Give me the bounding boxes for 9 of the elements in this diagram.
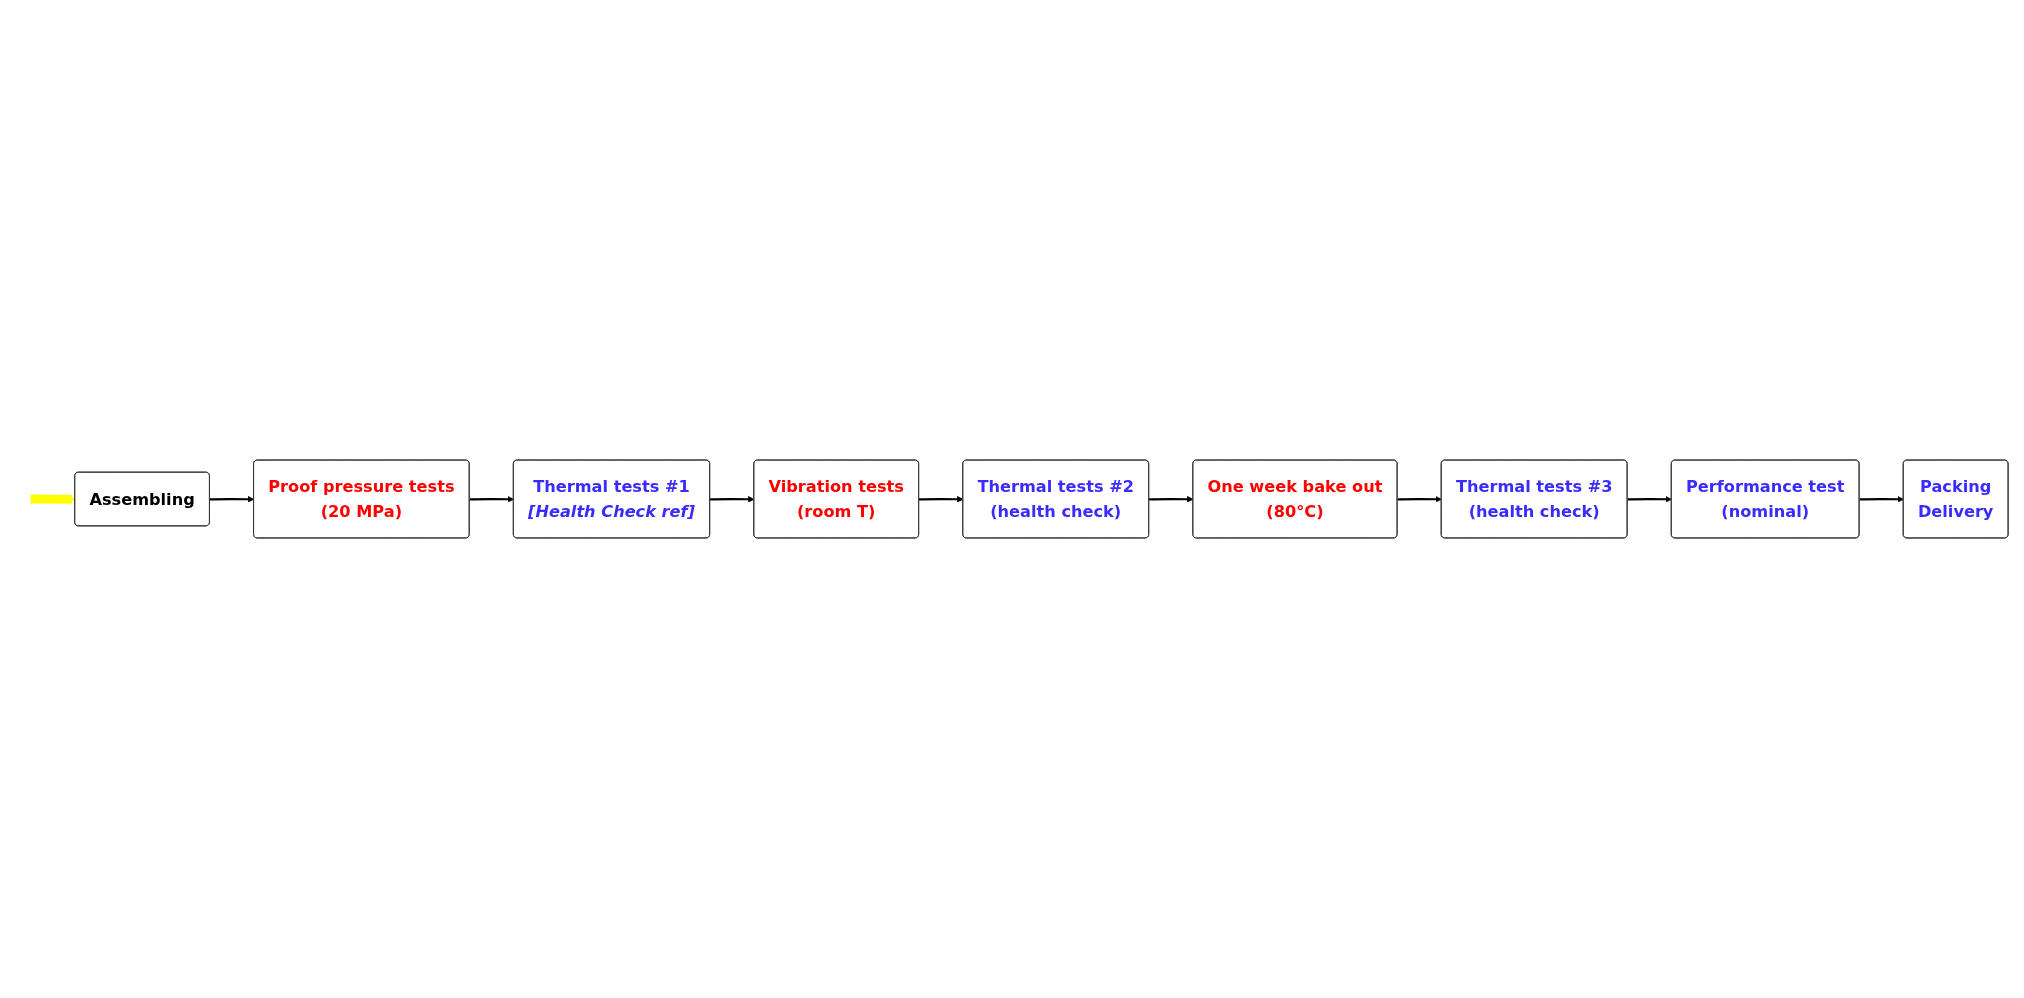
arrow — [1627, 496, 1672, 503]
arrow — [209, 496, 255, 503]
arrow — [710, 496, 755, 503]
arrow — [1859, 496, 1904, 503]
arrow — [1397, 496, 1442, 503]
arrow — [469, 496, 514, 503]
arrow — [29, 494, 76, 504]
arrow — [919, 496, 964, 503]
arrow — [1149, 496, 1194, 503]
